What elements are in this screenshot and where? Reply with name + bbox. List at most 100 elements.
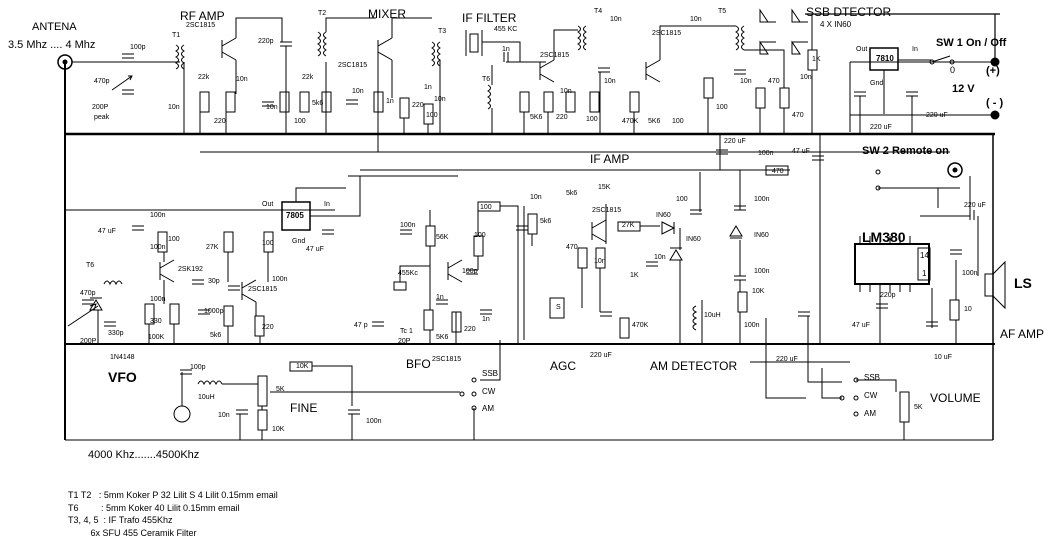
res-100-t3: 100	[426, 112, 438, 119]
cap-100n-af: 100n	[962, 270, 978, 277]
t3-primary	[431, 41, 435, 67]
t5-secondary	[741, 25, 745, 51]
switch-cw-af: CW	[864, 391, 878, 400]
res-5k6-vfo: 5k6	[210, 332, 222, 339]
t1-secondary	[181, 44, 185, 70]
res-1k-ssb: 1K	[812, 56, 821, 63]
cap-47uf-reg: 47 uF	[306, 246, 324, 253]
am-detector-title: AM DETECTOR	[650, 359, 738, 373]
res-15k-agc: 15K	[598, 184, 611, 191]
cap-470p: 470p	[94, 78, 110, 85]
volt-label: 12 V	[952, 83, 975, 95]
cap-10n-vfo: 10n	[218, 412, 230, 419]
lm380-pin1: 1	[922, 269, 927, 278]
cap-220uf-out: 220 uF	[870, 124, 892, 131]
res-100-if: 100	[586, 116, 598, 123]
if-filter-freq: 455 KC	[494, 26, 518, 33]
res-220-vfo: 220	[262, 324, 274, 331]
cap-1n-filter: 1n	[502, 46, 510, 53]
diodes-label: 4 X IN60	[820, 20, 852, 29]
note-line: T1 T2 : 5mm Koker P 32 Lilit S 4 Lilit 0…	[68, 490, 278, 500]
res-10k-fine: 10K	[272, 426, 285, 433]
t3-secondary	[437, 41, 441, 67]
transistor-mixer: 2SC1815	[338, 62, 368, 69]
res-100-if2: 100	[672, 118, 684, 125]
res-5k6-if2: 5K6	[648, 118, 661, 125]
coil-t3: T3	[438, 28, 447, 35]
reg-7810-gnd: Gnd	[870, 80, 884, 87]
regulator-7810: 7810	[876, 54, 894, 63]
cap-47p-bfo: 47 p	[354, 322, 368, 329]
res-10n-ssb: 10n	[800, 74, 812, 81]
res-100-t5: 100	[716, 104, 728, 111]
bfo-transistor	[447, 259, 463, 283]
transistor-rf: 2SC1815	[186, 22, 216, 29]
cap-47uf-vfo: 47 uF	[98, 228, 116, 235]
res-470k-agc: 470K	[632, 322, 649, 329]
cap-220p-af: 220p	[880, 292, 896, 299]
cap-1n-mix: 1n	[386, 98, 394, 105]
res-220-mix: 220	[412, 102, 424, 109]
agc-transistor	[591, 219, 607, 243]
bfo-title: BFO	[406, 357, 431, 371]
reg-7805-in: In	[324, 201, 330, 208]
res-5k6-agc: 5k6	[540, 218, 552, 225]
cap-100n-bfo: 100n	[400, 222, 416, 229]
s-meter-box	[549, 297, 565, 319]
s-meter-label: S	[556, 304, 561, 311]
cap-220uf-af: 220 uF	[964, 202, 986, 209]
speaker-cone	[992, 260, 1006, 310]
res-220-if: 220	[556, 114, 568, 121]
switch-ssb-bfo: SSB	[482, 369, 499, 378]
res-5k6-if: 5K6	[530, 114, 543, 121]
vfo-fet	[159, 259, 175, 283]
cap-200p: 200P	[92, 104, 109, 111]
switch-am-af: AM	[864, 409, 876, 418]
note-line: T3, 4, 5 : IF Trafo 455Khz	[68, 515, 173, 525]
res-22k-rf: 22k	[198, 74, 210, 81]
antenna-jack-center	[62, 59, 68, 65]
diode-1n4148: 1N4148	[110, 354, 135, 361]
reg-7805-gnd: Gnd	[292, 238, 306, 245]
vfo-buffer-transistor	[241, 279, 257, 303]
diode-in60-a: IN60	[656, 212, 671, 219]
coil-t2: T2	[318, 10, 327, 17]
sw2-label: SW 2 Remote on	[862, 145, 949, 157]
cap-220p: 220p	[258, 38, 274, 45]
cap-100n-vfo: 100n	[150, 212, 166, 219]
rf-amp-title: RF AMP	[180, 9, 225, 23]
res-100k-vfo: 100K	[148, 334, 165, 341]
cap-100n-vfo4: 100n	[150, 296, 166, 303]
transistor-bfo: 2SC1815	[432, 356, 462, 363]
switch-contacts	[459, 55, 1000, 417]
cap-10n-if: 10n	[560, 88, 572, 95]
t5-primary	[735, 25, 739, 51]
res-470-ssb2: 470	[792, 112, 804, 119]
res-100-mix: 100	[294, 118, 306, 125]
res-470-ssb: 470	[768, 78, 780, 85]
coil-t4: T4	[594, 8, 603, 15]
wiring	[97, 14, 979, 440]
cap-10uf-af: 10 uF	[934, 354, 952, 361]
ssb-detector-title: SSB DTECTOR	[806, 5, 892, 19]
cap-220uf-ifamp: 220 uF	[724, 138, 746, 145]
switch-ssb-af: SSB	[864, 373, 881, 382]
cap-10n-rf2: 10n	[236, 76, 248, 83]
res-27k-vfo: 27K	[206, 244, 219, 251]
cap-100-am: 100	[676, 196, 688, 203]
cap-220uf-agc: 220 uF	[590, 352, 612, 359]
t6-coil	[487, 84, 491, 110]
t4-primary	[577, 25, 581, 51]
lm380-pins	[859, 236, 911, 292]
mixer-title: MIXER	[368, 7, 407, 21]
lm380-pin14: 14	[920, 251, 929, 260]
if-amp-title: IF AMP	[590, 152, 630, 166]
am-inductor	[692, 305, 698, 331]
bfo-crystal	[393, 281, 407, 291]
cap-20p-bfo: 20P	[398, 338, 411, 345]
res-10k-fine2: 10K	[296, 363, 309, 370]
cap-10n-agc: 10n	[530, 194, 542, 201]
diode-in60-c: IN60	[754, 232, 769, 239]
res-330-vfo: 330	[150, 318, 162, 325]
